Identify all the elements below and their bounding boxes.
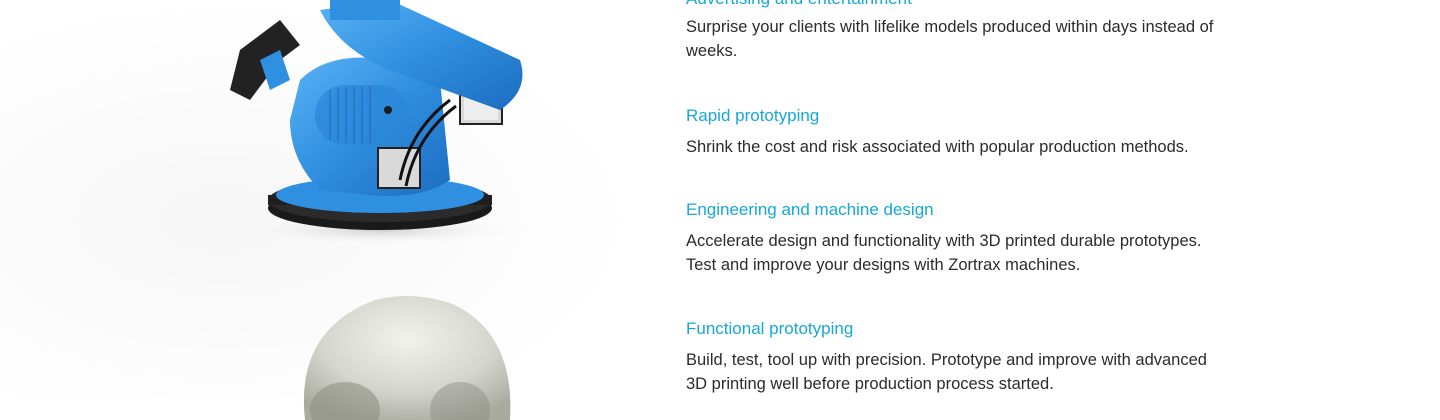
skull-model-image (303, 296, 511, 420)
feature-engineering: Engineering and machine design Accelerat… (686, 199, 1286, 277)
feature-description-line: weeks. (686, 42, 738, 60)
feature-description-line: Accelerate design and functionality with… (686, 232, 1202, 250)
feature-advertising: Advertising and entertainment Surprise y… (686, 0, 1286, 63)
feature-title: Advertising and entertainment (686, 0, 1286, 10)
feature-description-line: Surprise your clients with lifelike mode… (686, 18, 1214, 36)
feature-description-line: 3D printing well before production proce… (686, 375, 1054, 393)
feature-description: Shrink the cost and risk associated with… (686, 135, 1286, 159)
feature-rapid-prototyping: Rapid prototyping Shrink the cost and ri… (686, 105, 1286, 159)
feature-description-line: Shrink the cost and risk associated with… (686, 138, 1189, 156)
robot-arm-model-image (230, 0, 530, 246)
feature-description-line: Build, test, tool up with precision. Pro… (686, 351, 1207, 369)
feature-description: Surprise your clients with lifelike mode… (686, 15, 1286, 63)
feature-title: Rapid prototyping (686, 106, 820, 125)
feature-description-line: Test and improve your designs with Zortr… (686, 256, 1081, 274)
feature-title: Engineering and machine design (686, 200, 934, 219)
feature-description: Build, test, tool up with precision. Pro… (686, 348, 1286, 396)
feature-title: Functional prototyping (686, 319, 854, 338)
feature-description: Accelerate design and functionality with… (686, 229, 1286, 277)
feature-functional-prototyping: Functional prototyping Build, test, tool… (686, 318, 1286, 396)
